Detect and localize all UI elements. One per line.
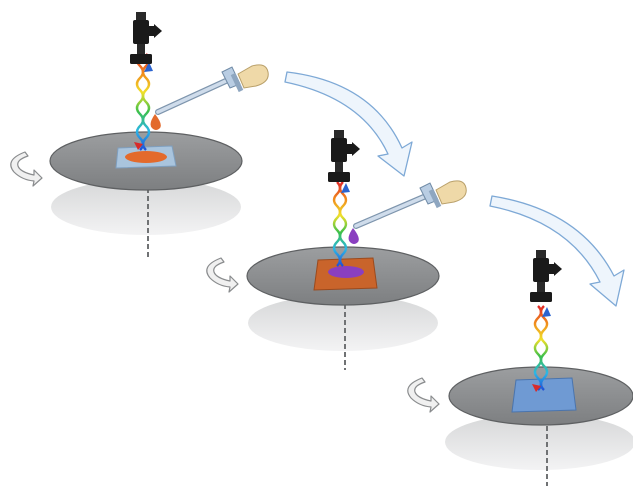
rotation-arrow-icon bbox=[407, 377, 440, 413]
process-arrow-icon bbox=[284, 71, 413, 177]
stage-1 bbox=[10, 131, 243, 258]
deposited-film bbox=[328, 266, 364, 278]
process-arrow-icon bbox=[489, 195, 625, 307]
camera-icon bbox=[328, 130, 360, 182]
substrate bbox=[511, 377, 577, 413]
light-wave-icon bbox=[332, 181, 350, 267]
dropper-icon bbox=[150, 64, 269, 130]
camera-icon bbox=[130, 12, 162, 64]
platter-shadow bbox=[248, 295, 438, 351]
stage-2 bbox=[206, 246, 440, 370]
camera-icon bbox=[530, 250, 562, 302]
rotation-arrow-icon bbox=[10, 151, 43, 187]
light-wave-icon bbox=[134, 53, 153, 151]
deposited-film bbox=[125, 151, 167, 163]
dropper-icon bbox=[348, 180, 467, 244]
platter-shadow bbox=[445, 414, 633, 470]
light-wave-icon bbox=[532, 305, 551, 392]
stage-3 bbox=[407, 366, 633, 486]
rotation-arrow-icon bbox=[206, 257, 239, 293]
platter-shadow bbox=[51, 179, 241, 235]
